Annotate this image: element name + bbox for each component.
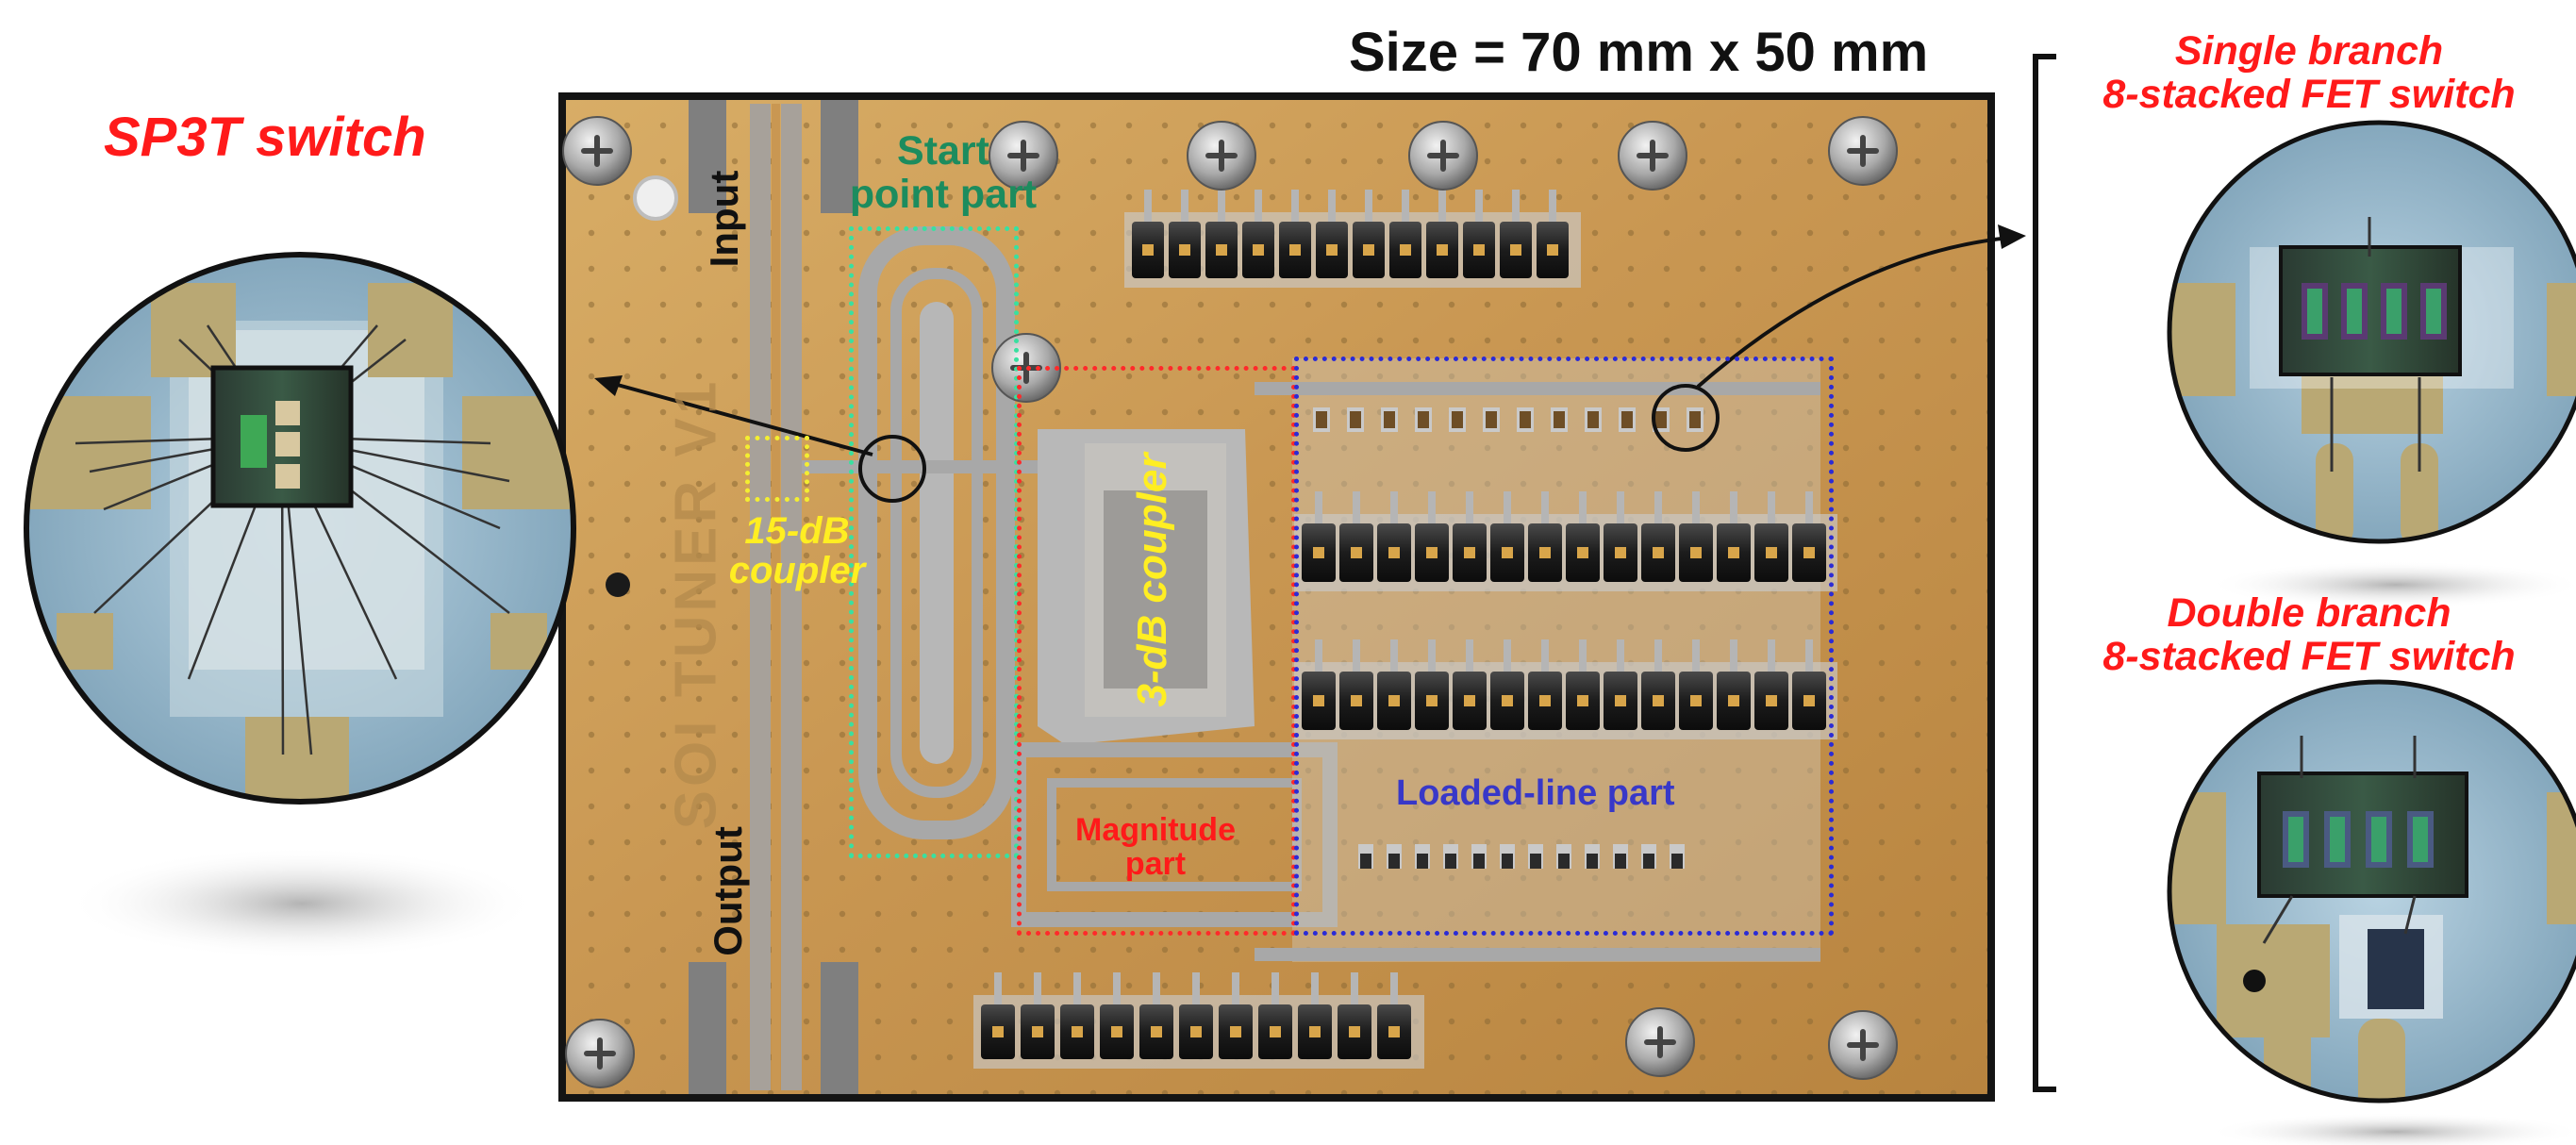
output-label: Output (706, 826, 750, 956)
top-pin-header (1124, 190, 1581, 288)
start-point-line2: point part (849, 171, 1038, 217)
screw (562, 116, 632, 186)
double-branch-label: Double branch 8-stacked FET switch (2042, 590, 2576, 679)
loaded-line-bottom-pads (1358, 844, 1685, 869)
arrow-to-fet (1696, 236, 2010, 389)
magnitude-line1: Magnitude (1075, 812, 1236, 848)
magnitude-box (1017, 366, 1296, 936)
screw (1187, 121, 1256, 191)
pin-headers (973, 190, 1837, 1069)
middle-pin-header-1 (1294, 491, 1837, 591)
start-point-label: Start point part (830, 128, 1056, 217)
bottom-pin-header (973, 972, 1424, 1069)
screw (1408, 121, 1478, 191)
15db-coupler-box (745, 436, 809, 502)
screw (1828, 116, 1898, 186)
loaded-line-top-pads (1313, 407, 1703, 432)
board-screws (562, 116, 1898, 1088)
middle-pin-header-2 (1294, 639, 1837, 739)
spacer (633, 175, 678, 221)
15db-coupler-label: 15-dB coupler (717, 511, 877, 591)
arrow-to-sp3t (603, 379, 873, 456)
double-branch-zoom-image (2169, 682, 2576, 1101)
loaded-line-box (1294, 357, 1834, 936)
sp3t-zoom-image (26, 255, 573, 802)
single-branch-zoom-image (2169, 123, 2576, 541)
board-title-label: SOI TUNER V1 (663, 377, 729, 830)
sp3t-zoom-marker (858, 435, 926, 503)
screw (1828, 1010, 1898, 1080)
size-label: Size = 70 mm x 50 mm (1349, 22, 1929, 83)
start-point-line1: Start (897, 128, 989, 174)
15db-coupler-line2: coupler (728, 550, 866, 592)
start-point-box (849, 226, 1019, 858)
screw (1625, 1007, 1695, 1077)
fet-zoom-marker (1652, 384, 1720, 452)
double-branch-line2: 8-stacked FET switch (2102, 633, 2516, 679)
input-label: Input (702, 170, 746, 268)
screw (565, 1019, 635, 1088)
single-branch-line2: 8-stacked FET switch (2102, 71, 2516, 117)
bracket (2033, 54, 2056, 1092)
magnitude-label: Magnitude part (1028, 813, 1283, 881)
3db-coupler-label: 3-dB coupler (1129, 453, 1175, 707)
double-branch-line1: Double branch (2167, 590, 2451, 636)
magnitude-line2: part (1124, 846, 1187, 883)
single-branch-line1: Single branch (2174, 28, 2444, 74)
screw (989, 121, 1058, 191)
sp3t-switch-label: SP3T switch (104, 107, 426, 168)
15db-coupler-line1: 15-dB (744, 510, 850, 552)
screw (1618, 121, 1687, 191)
single-branch-label: Single branch 8-stacked FET switch (2042, 28, 2576, 117)
loaded-line-label: Loaded-line part (1396, 773, 1675, 813)
mount-hole (606, 572, 630, 597)
